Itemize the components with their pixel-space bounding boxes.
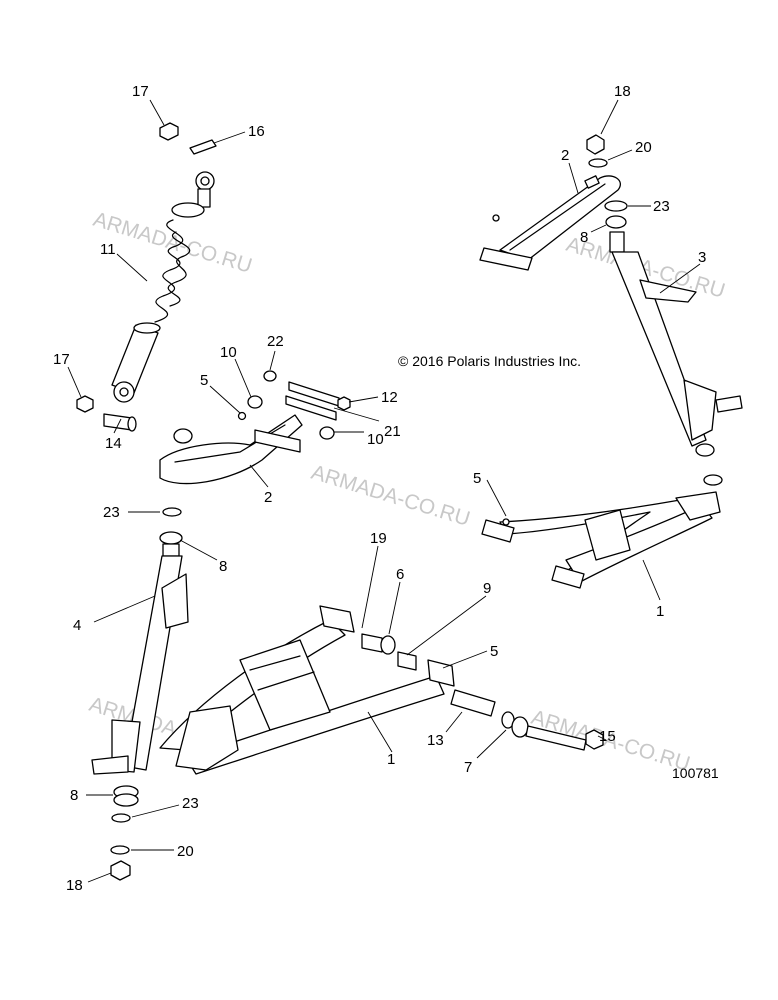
callout-13: 13 — [427, 732, 444, 749]
callout-3: 3 — [698, 249, 706, 266]
callout-2-right: 2 — [561, 147, 569, 164]
callout-9: 9 — [483, 580, 491, 597]
callout-18-left: 18 — [66, 877, 83, 894]
callout-17-upper: 17 — [132, 83, 149, 100]
callout-10-upper: 10 — [220, 344, 237, 361]
callout-16: 16 — [248, 123, 265, 140]
callout-8-left-top: 8 — [219, 558, 227, 575]
callout-1-right: 1 — [656, 603, 664, 620]
leader-lines — [67, 99, 701, 883]
watermark-3: ARMADA-CO.RU — [309, 461, 473, 531]
callout-12: 12 — [381, 389, 398, 406]
callout-8-left-bottom: 8 — [70, 787, 78, 804]
callout-4: 4 — [73, 617, 81, 634]
callout-17-lower: 17 — [53, 351, 70, 368]
callout-20-left: 20 — [177, 843, 194, 860]
callout-7: 7 — [464, 759, 472, 776]
spindle-right — [605, 215, 743, 486]
callout-5-upper: 5 — [200, 372, 208, 389]
callout-23-right: 23 — [653, 198, 670, 215]
lower-a-arm-right — [481, 491, 721, 589]
callouts: 17 16 11 17 14 10 22 5 12 21 10 2 23 8 4… — [53, 83, 706, 894]
shock-absorber-assembly — [76, 122, 217, 432]
copyright-notice: © 2016 Polaris Industries Inc. — [398, 353, 581, 369]
callout-6: 6 — [396, 566, 404, 583]
callout-22: 22 — [267, 333, 284, 350]
callout-19: 19 — [370, 530, 387, 547]
figure-number: 100781 — [672, 765, 719, 781]
callout-1-center: 1 — [387, 751, 395, 768]
callout-14: 14 — [105, 435, 122, 452]
upper-a-arm-center — [159, 370, 351, 485]
callout-23-left-bottom: 23 — [182, 795, 199, 812]
callout-5-right: 5 — [473, 470, 481, 487]
callout-15: 15 — [599, 728, 616, 745]
callout-20-right: 20 — [635, 139, 652, 156]
callout-23-left-top: 23 — [103, 504, 120, 521]
callout-10-lower: 10 — [367, 431, 384, 448]
upper-a-arm-right — [479, 134, 628, 271]
callout-5-lower: 5 — [490, 643, 498, 660]
spindle-left — [91, 507, 189, 881]
callout-8-right: 8 — [580, 229, 588, 246]
callout-2-center: 2 — [264, 489, 272, 506]
callout-11: 11 — [100, 241, 116, 258]
callout-18-right: 18 — [614, 83, 631, 100]
lower-a-arm-center — [159, 605, 604, 775]
callout-21: 21 — [384, 423, 401, 440]
